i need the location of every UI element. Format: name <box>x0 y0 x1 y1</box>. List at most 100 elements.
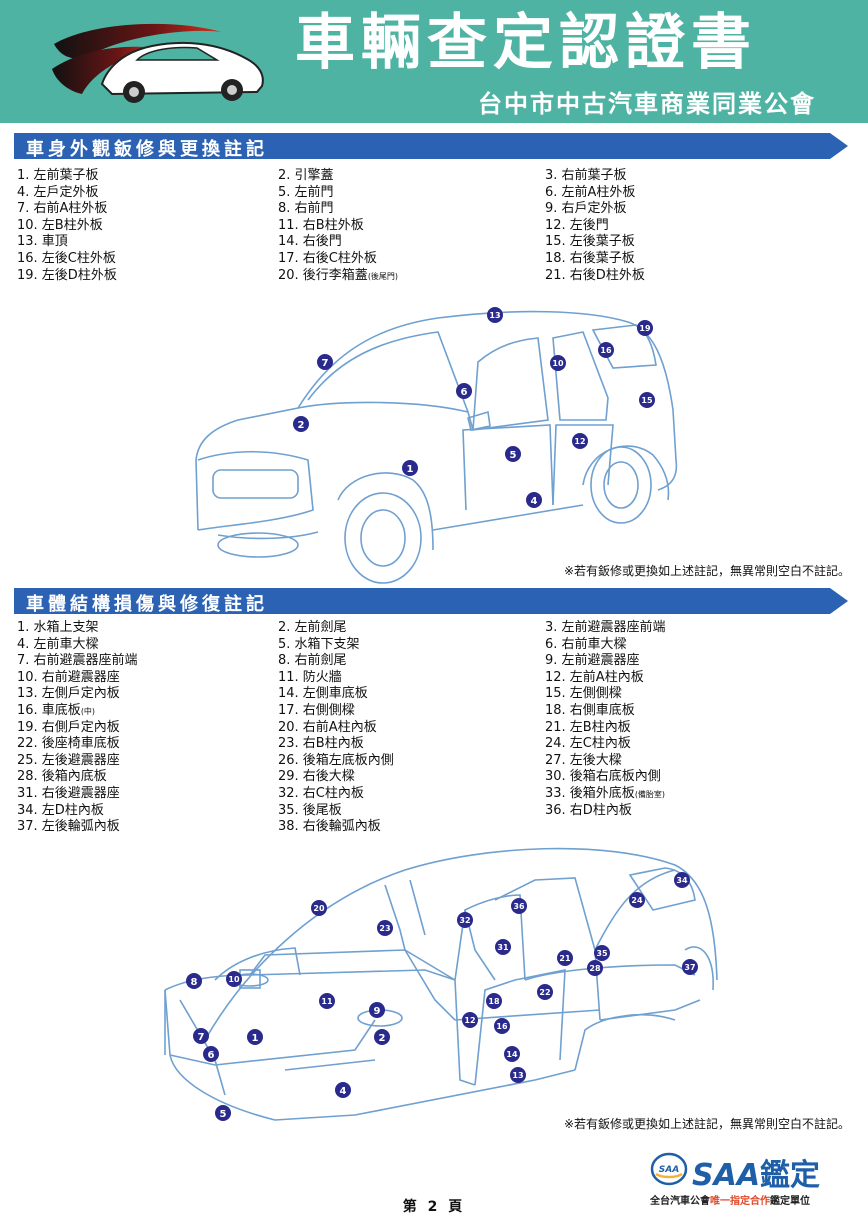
list-item: 8. 右前劍尾 <box>278 653 347 669</box>
svg-text:6: 6 <box>208 1050 215 1061</box>
list-item: 17. 右後C柱外板 <box>278 250 377 266</box>
svg-text:20: 20 <box>313 904 325 913</box>
page-title: 車輛查定認證書 <box>295 8 757 78</box>
list-item: 32. 右C柱內板 <box>278 785 364 801</box>
list-item-label: 20. 後行李箱蓋 <box>278 267 368 283</box>
car-outline <box>195 310 678 584</box>
list-item: 37. 左後輪弧內板 <box>17 819 120 835</box>
list-item: 35. 後尾板 <box>278 802 342 818</box>
svg-text:16: 16 <box>600 346 612 355</box>
banner-arrow-icon <box>14 588 848 614</box>
svg-text:36: 36 <box>513 902 525 911</box>
list-item: 16. 左後C柱外板 <box>17 250 116 266</box>
list-row: 4. 左前車大樑 5. 水箱下支架 6. 右前車大樑 <box>17 637 857 654</box>
section2-banner: 車體結構損傷與修復註記 <box>14 588 848 615</box>
marker-12: 12 <box>462 1012 478 1028</box>
marker-22: 22 <box>537 984 553 1000</box>
svg-text:7: 7 <box>322 358 329 369</box>
structure-markers: 1 2 4 5 6 7 8 9 10 11 12 13 14 16 18 20 … <box>186 872 698 1121</box>
marker-2: 2 <box>374 1029 390 1045</box>
marker-5: 5 <box>505 446 521 462</box>
marker-8: 8 <box>186 973 202 989</box>
list-item: 10. 右前避震器座 <box>17 669 120 685</box>
list-item: 12. 左後門 <box>545 217 609 233</box>
svg-text:12: 12 <box>464 1016 475 1025</box>
list-item: 30. 後箱右底板內側 <box>545 769 661 785</box>
svg-text:2: 2 <box>379 1033 386 1044</box>
list-item: 11. 防火牆 <box>278 669 342 685</box>
list-item: 21. 左B柱內板 <box>545 719 631 735</box>
list-item: 14. 左側車底板 <box>278 686 368 702</box>
svg-text:10: 10 <box>228 975 240 984</box>
list-item: 6. 右前車大樑 <box>545 636 627 652</box>
list-item <box>545 819 845 836</box>
section1-banner: 車身外觀鈑修與更換註記 <box>14 133 848 160</box>
marker-6: 6 <box>203 1046 219 1062</box>
structure-car-diagram: 1 2 4 5 6 7 8 9 10 11 12 13 14 16 18 20 … <box>164 847 718 1121</box>
list-row: 10. 右前避震器座 11. 防火牆 12. 左前A柱內板 <box>17 670 857 687</box>
list-item: 20. 右前A柱內板 <box>278 719 377 735</box>
list-item: 3. 左前避震器座前端 <box>545 620 666 635</box>
list-item: 3. 右前葉子板 <box>545 168 627 183</box>
page-number: 第 2 頁 <box>402 1199 466 1215</box>
list-item: 15. 左後葉子板 <box>545 234 635 250</box>
marker-18: 18 <box>486 993 502 1009</box>
marker-1: 1 <box>402 460 418 476</box>
svg-text:14: 14 <box>506 1050 518 1059</box>
svg-text:6: 6 <box>461 387 468 398</box>
saa-badge-icon: SAA <box>650 1152 688 1186</box>
list-item: 12. 左前A柱內板 <box>545 669 644 685</box>
list-item: 11. 右B柱外板 <box>278 217 364 233</box>
marker-21: 21 <box>557 950 573 966</box>
svg-text:21: 21 <box>559 954 571 963</box>
marker-11: 11 <box>319 993 335 1009</box>
list-item: 5. 水箱下支架 <box>278 636 360 652</box>
list-item: 27. 左後大樑 <box>545 752 622 768</box>
svg-text:19: 19 <box>639 324 651 333</box>
list-item: 1. 左前葉子板 <box>17 168 99 183</box>
marker-10: 10 <box>550 355 566 371</box>
list-item: 18. 右後葉子板 <box>545 250 635 266</box>
marker-32: 32 <box>457 912 473 928</box>
marker-19: 19 <box>637 320 653 336</box>
marker-12: 12 <box>572 433 588 449</box>
list-item: 38. 右後輪弧內板 <box>278 819 381 835</box>
marker-4: 4 <box>526 492 542 508</box>
list-item-suffix: (後尾門) <box>367 271 399 281</box>
list-item: 7. 右前避震器座前端 <box>17 653 138 669</box>
svg-text:5: 5 <box>220 1109 227 1120</box>
banner-arrow-icon <box>14 133 848 159</box>
marker-20: 20 <box>311 900 327 916</box>
list-item: 4. 左戶定外板 <box>17 184 99 200</box>
list-item: 36. 右D柱內板 <box>545 802 632 818</box>
svg-text:28: 28 <box>589 964 601 973</box>
chassis-outline <box>164 847 718 1121</box>
header-bar: 車輛查定認證書 台中市中古汽車商業同業公會 <box>0 0 868 123</box>
list-item: 7. 右前A柱外板 <box>17 201 108 217</box>
svg-text:1: 1 <box>407 464 414 475</box>
list-item: 4. 左前車大樑 <box>17 636 99 652</box>
svg-text:23: 23 <box>379 924 390 933</box>
svg-text:4: 4 <box>531 496 538 507</box>
list-row: 37. 左後輪弧內板 38. 右後輪弧內板 <box>17 819 857 836</box>
car-logo-icon <box>52 23 264 103</box>
tagline-highlight: 唯一指定合作 <box>710 1196 770 1207</box>
list-item: 33. 後箱外底板(備胎室) <box>545 786 845 803</box>
svg-text:10: 10 <box>552 359 564 368</box>
marker-28: 28 <box>587 960 603 976</box>
svg-text:2: 2 <box>298 420 305 431</box>
list-item: 22. 後座椅車底板 <box>17 736 120 752</box>
svg-text:24: 24 <box>631 896 643 905</box>
list-item: 29. 右後大樑 <box>278 769 355 785</box>
